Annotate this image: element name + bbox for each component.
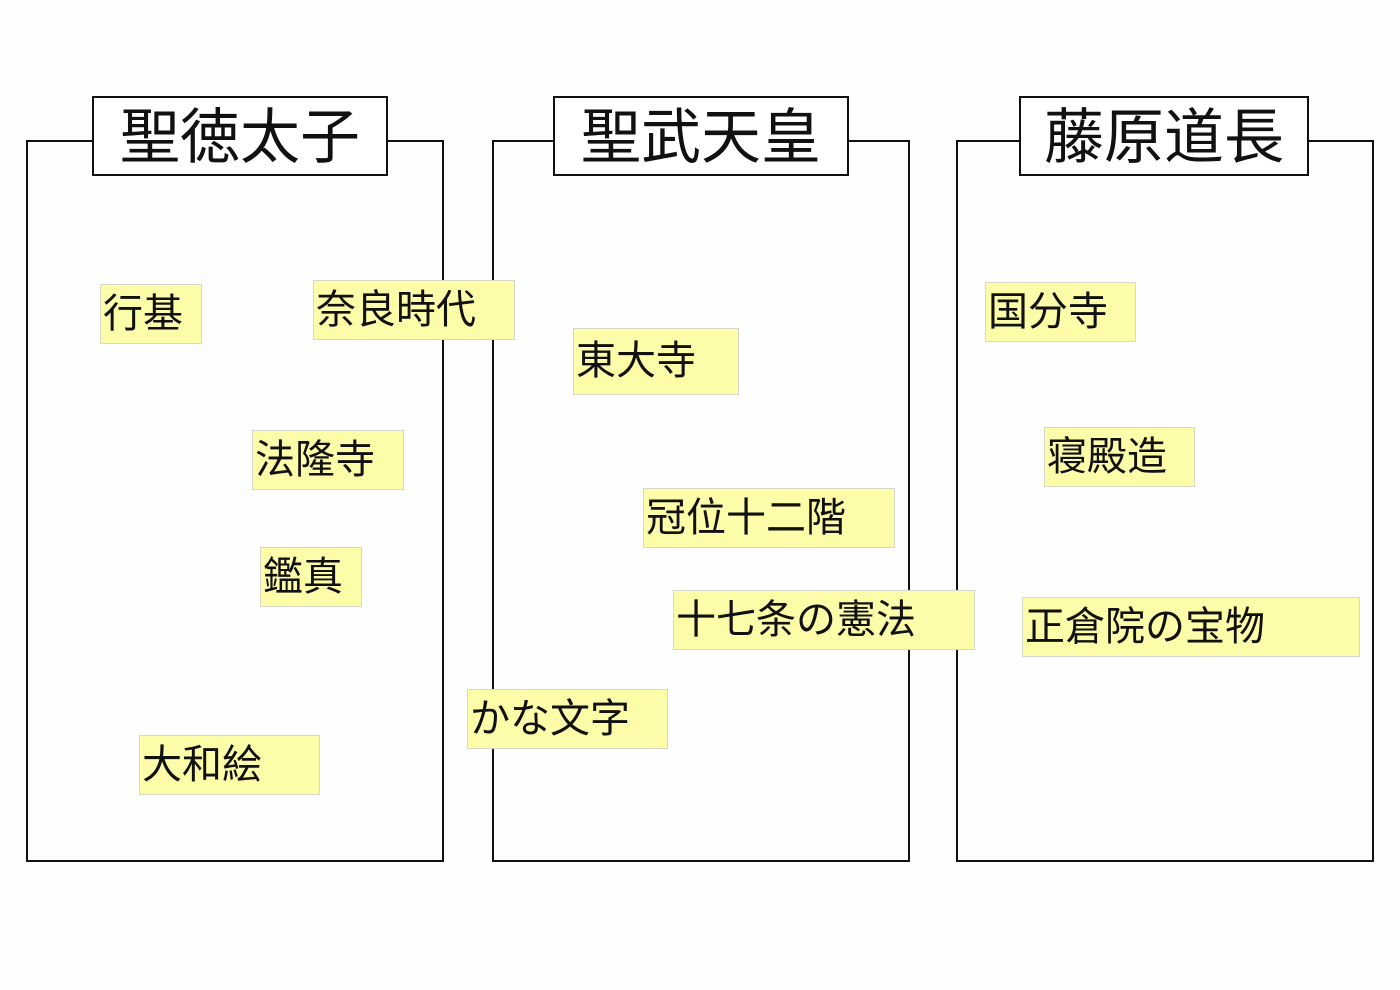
card-shindenzukuri[interactable]: 寝殿造 [1044, 427, 1195, 487]
card-kani-junikai[interactable]: 冠位十二階 [643, 488, 895, 548]
column-title-fujiwara-no-michinaga: 藤原道長 [1019, 96, 1309, 176]
column-title-shotoku-taishi: 聖徳太子 [92, 96, 388, 176]
card-yamato-e[interactable]: 大和絵 [139, 735, 320, 795]
card-kana-moji[interactable]: かな文字 [467, 689, 668, 749]
card-jushichijo-kenpo[interactable]: 十七条の憲法 [673, 590, 975, 650]
card-gyoki[interactable]: 行基 [100, 284, 202, 344]
card-todaiji[interactable]: 東大寺 [573, 328, 739, 395]
card-shosoin-homotsu[interactable]: 正倉院の宝物 [1022, 597, 1360, 657]
card-horyuji[interactable]: 法隆寺 [252, 430, 404, 490]
card-nara-jidai[interactable]: 奈良時代 [313, 280, 515, 340]
column-fujiwara-no-michinaga[interactable] [956, 140, 1374, 862]
column-title-shomu-tenno: 聖武天皇 [553, 96, 849, 176]
card-ganjin[interactable]: 鑑真 [260, 547, 362, 607]
card-kokubunji[interactable]: 国分寺 [985, 282, 1136, 342]
